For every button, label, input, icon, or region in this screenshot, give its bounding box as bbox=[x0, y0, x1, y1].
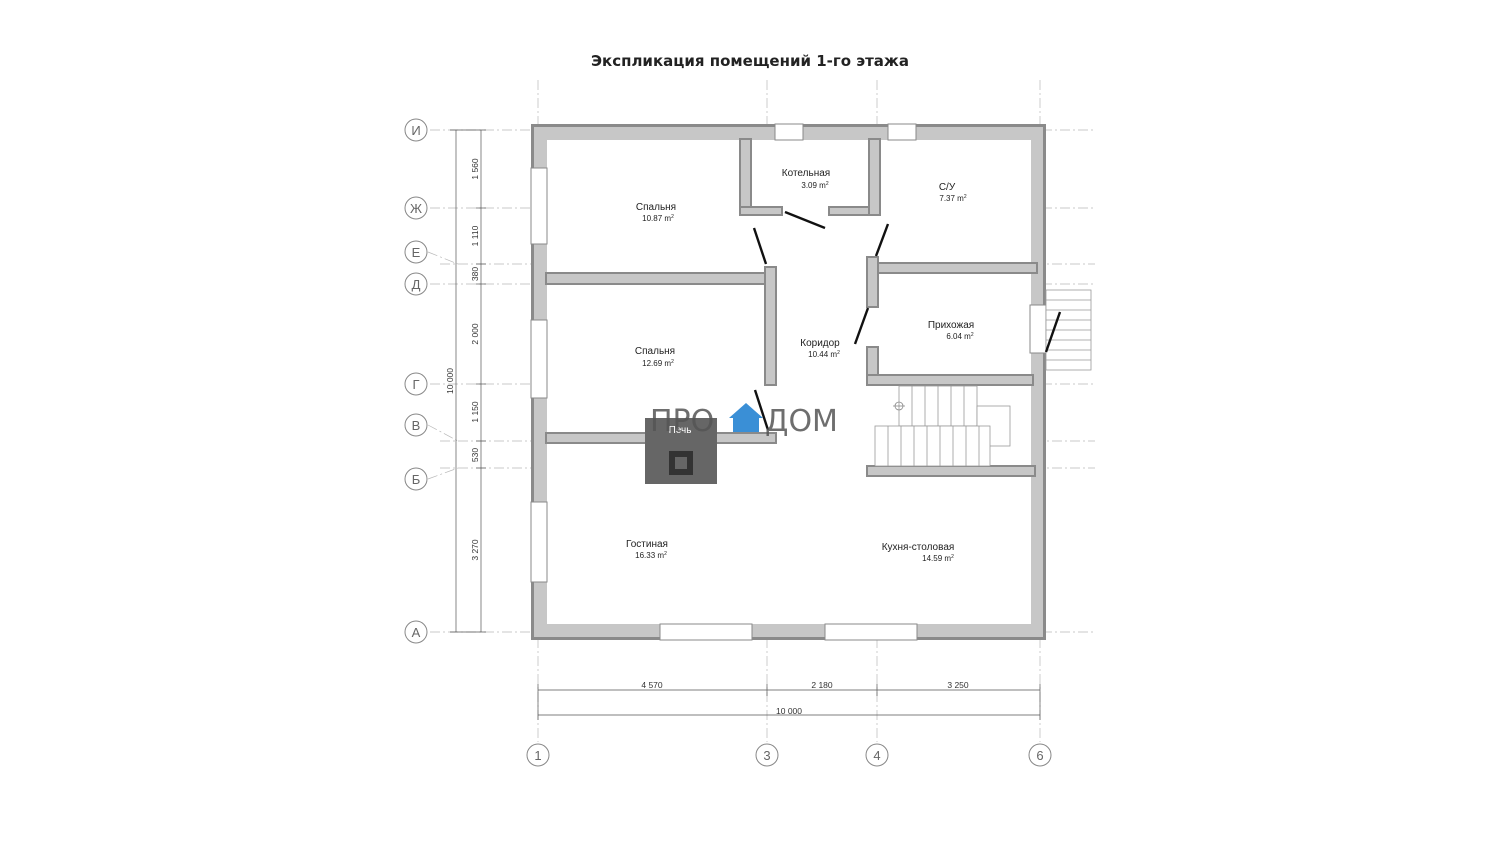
axis-row-label: В bbox=[412, 418, 421, 433]
room-area: 6.04 m2 bbox=[946, 332, 973, 341]
dim-label: 2 000 bbox=[470, 323, 480, 345]
vertical-dimensions: 1 560 1 110 380 2 000 1 150 530 3 270 10… bbox=[445, 129, 486, 633]
windows bbox=[530, 123, 1047, 641]
row-axis-bubbles: И Ж Е Д Г В Б А bbox=[404, 118, 428, 644]
axis-row-label: Ж bbox=[410, 201, 422, 216]
logo: ПРО ДОМ bbox=[650, 403, 838, 439]
axis-col-label: 3 bbox=[763, 748, 770, 763]
dim-label: 1 560 bbox=[470, 158, 480, 180]
axis-row-label: Б bbox=[412, 472, 421, 487]
axis-row-label: И bbox=[411, 123, 420, 138]
house-icon bbox=[729, 403, 763, 432]
dim-total-label: 10 000 bbox=[776, 706, 802, 716]
room-area: 16.33 m2 bbox=[635, 551, 667, 560]
stove-label: Печь bbox=[669, 425, 692, 436]
room-area: 14.59 m2 bbox=[922, 554, 954, 563]
axis-col-label: 1 bbox=[534, 748, 541, 763]
room-area: 10.87 m2 bbox=[642, 214, 674, 223]
logo-text-left: ПРО bbox=[650, 404, 714, 439]
dim-label: 1 150 bbox=[470, 401, 480, 423]
column-axis-bubbles: 1 3 4 6 bbox=[526, 743, 1052, 767]
logo-text-right: ДОМ bbox=[765, 404, 838, 439]
stove: Печь bbox=[645, 418, 717, 484]
room-name: Прихожая bbox=[928, 320, 974, 331]
room-name: Спальня bbox=[635, 346, 675, 357]
room-name: Котельная bbox=[782, 168, 830, 179]
staircase bbox=[874, 385, 1011, 467]
axis-col-label: 6 bbox=[1036, 748, 1043, 763]
axis-row-label: Е bbox=[412, 245, 421, 260]
room-area: 12.69 m2 bbox=[642, 359, 674, 368]
axis-row-label: А bbox=[412, 625, 421, 640]
interior-walls bbox=[545, 138, 1038, 477]
dim-label: 380 bbox=[470, 267, 480, 281]
dim-label: 2 180 bbox=[811, 680, 833, 690]
dim-label: 530 bbox=[470, 448, 480, 462]
dim-label: 3 270 bbox=[470, 539, 480, 561]
room-area: 7.37 m2 bbox=[939, 194, 966, 203]
dim-label: 4 570 bbox=[641, 680, 663, 690]
plan-title: Экспликация помещений 1-го этажа bbox=[591, 52, 909, 70]
room-name: Гостиная bbox=[626, 539, 668, 550]
outer-walls bbox=[531, 124, 1046, 640]
dim-label: 1 110 bbox=[470, 225, 480, 246]
room-labels: Спальня 10.87 m2 Котельная 3.09 m2 С/У 7… bbox=[626, 168, 974, 563]
dim-label: 3 250 bbox=[947, 680, 969, 690]
room-area: 10.44 m2 bbox=[808, 350, 840, 359]
room-name: Коридор bbox=[800, 338, 840, 349]
room-area: 3.09 m2 bbox=[801, 181, 828, 190]
room-name: Спальня bbox=[636, 202, 676, 213]
doors bbox=[752, 210, 1062, 431]
dim-total-label: 10 000 bbox=[445, 368, 455, 394]
horizontal-dimensions: 4 570 2 180 3 250 10 000 bbox=[537, 680, 1041, 720]
axis-row-label: Г bbox=[412, 377, 419, 392]
room-name: Кухня-столовая bbox=[882, 542, 955, 553]
axis-row-label: Д bbox=[412, 277, 421, 292]
axis-col-label: 4 bbox=[873, 748, 880, 763]
room-name: С/У bbox=[939, 182, 956, 193]
